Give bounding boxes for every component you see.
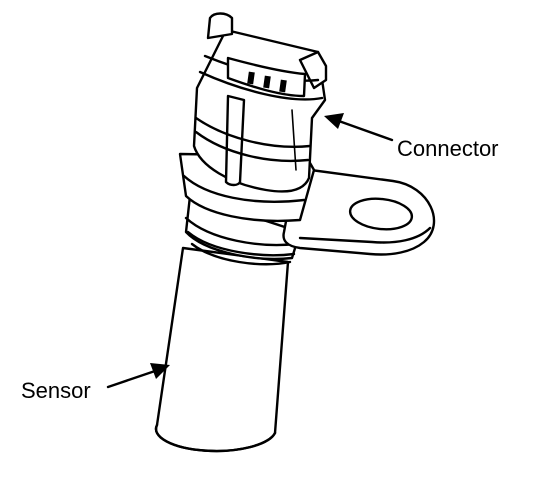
connector-callout-arrow [324, 113, 394, 142]
connector-label: Connector [397, 136, 499, 161]
sensor-barrel [154, 246, 290, 453]
flange-hole [348, 197, 414, 231]
sensor-callout-arrow [106, 363, 170, 389]
connector-housing [192, 12, 328, 193]
sensor-label: Sensor [21, 378, 91, 403]
terminal-pin [247, 71, 255, 85]
mounting-flange [282, 166, 436, 256]
terminal-pin [279, 79, 287, 93]
terminal-pin [263, 75, 271, 89]
